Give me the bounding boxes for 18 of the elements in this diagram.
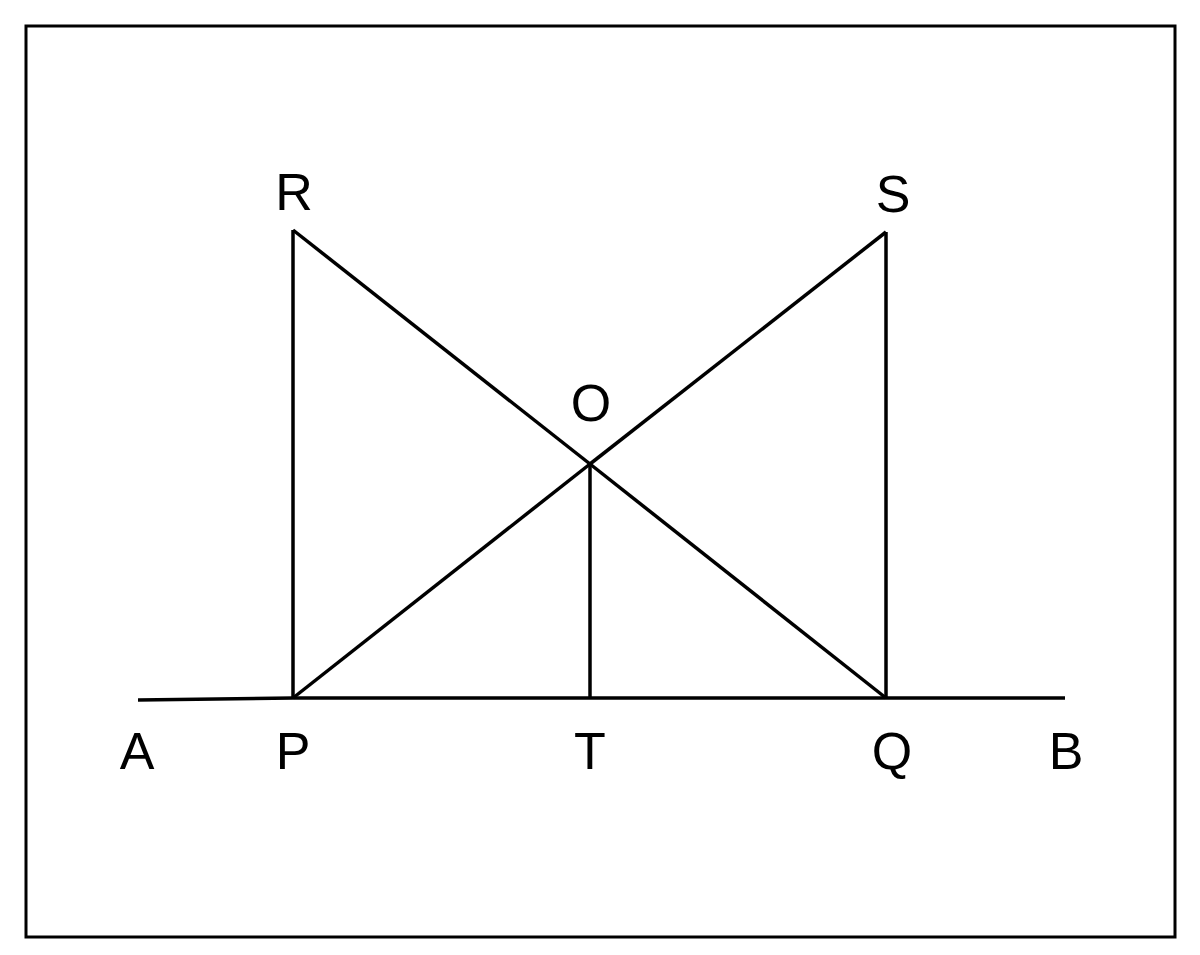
line-segment — [886, 696, 1065, 700]
point-label: T — [574, 725, 606, 777]
point-label: B — [1048, 725, 1084, 777]
line-segment — [884, 232, 888, 698]
line-segment — [590, 696, 886, 700]
line-segment — [588, 230, 888, 466]
point-label: O — [570, 377, 612, 429]
point-label: A — [119, 725, 155, 777]
point-label: Q — [871, 725, 913, 777]
point-label: P — [275, 725, 311, 777]
line-segment — [291, 462, 592, 700]
line-segment — [291, 228, 592, 466]
point-label: S — [875, 168, 911, 220]
line-segment — [588, 464, 592, 698]
point-label: R — [275, 166, 313, 218]
line-segment — [293, 696, 590, 700]
line-segment — [137, 696, 294, 702]
line-segment — [291, 230, 295, 698]
